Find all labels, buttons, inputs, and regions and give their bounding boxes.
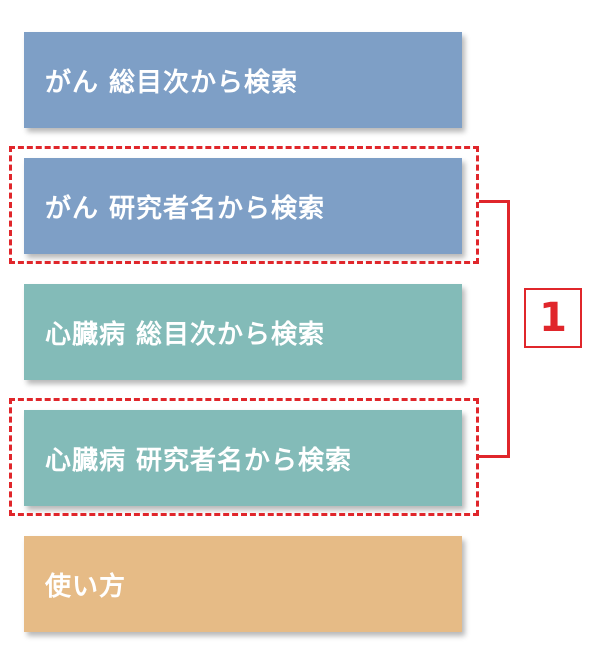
menu-button-label: 心臓病 総目次から検索 — [45, 319, 326, 350]
menu-button-cancer-researcher[interactable]: がん 研究者名から検索 — [24, 158, 462, 254]
menu-button-cancer-index[interactable]: がん 総目次から検索 — [24, 32, 462, 128]
connector-line-vertical — [507, 200, 510, 458]
menu-button-heart-researcher[interactable]: 心臓病 研究者名から検索 — [24, 410, 462, 506]
menu-button-heart-index[interactable]: 心臓病 総目次から検索 — [24, 284, 462, 380]
menu-button-label: がん 総目次から検索 — [45, 67, 299, 98]
connector-line-top — [479, 200, 510, 203]
menu-button-label: 使い方 — [45, 571, 127, 602]
connector-line-bottom — [479, 455, 510, 458]
menu-button-label: 心臓病 研究者名から検索 — [45, 445, 353, 476]
menu-button-how-to-use[interactable]: 使い方 — [24, 536, 462, 632]
annotation-number-label: 1 — [524, 288, 582, 348]
menu-button-label: がん 研究者名から検索 — [45, 193, 326, 224]
